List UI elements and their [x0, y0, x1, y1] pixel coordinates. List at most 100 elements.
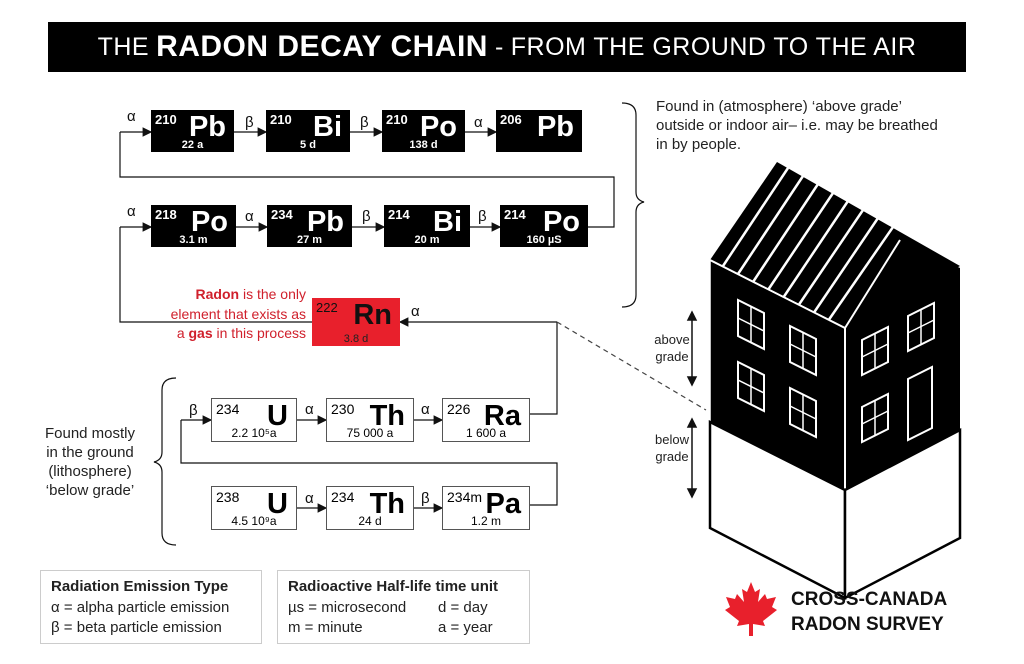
ground-note-line: in the ground — [46, 444, 134, 461]
element-po214: 214 Po 160 µS — [500, 205, 588, 247]
title-main: RADON DECAY CHAIN — [156, 30, 488, 63]
half-life: 160 µS — [526, 234, 562, 246]
ground-note-line: Found mostly — [44, 425, 136, 442]
ground-note-line: ‘below grade’ — [45, 482, 135, 499]
mass-number: 206 — [500, 112, 522, 127]
element-symbol: Th — [369, 400, 405, 432]
below-grade-line: grade — [655, 449, 689, 464]
element-symbol: Th — [369, 488, 405, 520]
alpha-glyph: α — [411, 303, 420, 320]
alpha-glyph: α — [421, 401, 430, 418]
beta-glyph: β — [360, 114, 369, 131]
half-life: 22 a — [181, 139, 204, 151]
mass-number: 234 — [271, 207, 293, 222]
alpha-glyph: α — [305, 490, 314, 507]
half-life: 24 d — [358, 514, 382, 528]
half-life: 20 m — [414, 234, 440, 246]
half-life: 4.5 10⁹a — [231, 514, 277, 528]
half-life: 3.1 m — [179, 234, 208, 246]
mass-number: 234m — [447, 489, 483, 505]
ground-note-line: (lithosphere) — [48, 463, 132, 480]
radon-word: Radon — [195, 286, 240, 302]
ground-note: Found mostly in the ground (lithosphere)… — [30, 424, 150, 500]
legend-emission-item: α = alpha particle emission — [51, 599, 230, 616]
element-pb210: 210 Pb 22 a — [151, 110, 234, 152]
half-life: 138 d — [409, 139, 438, 151]
mass-number: 210 — [386, 112, 408, 127]
element-th234: 234 Th 24 d — [326, 486, 414, 530]
alpha-glyph: α — [127, 108, 136, 125]
half-life: 75 000 a — [346, 426, 394, 440]
element-symbol: Po — [419, 111, 457, 143]
above-grade-line: grade — [655, 349, 689, 364]
legend-halflife-title: Radioactive Half-life time unit — [288, 578, 499, 595]
mass-number: 234 — [331, 489, 355, 505]
half-life: 3.8 d — [343, 333, 369, 345]
radon-note-text: element that exists as — [170, 305, 306, 322]
element-symbol: Pb — [188, 111, 226, 143]
atmosphere-note-line: Found in (atmosphere) ‘above grade’ — [656, 98, 902, 115]
element-u238: 238 U 4.5 10⁹a — [211, 486, 297, 530]
mass-number: 214 — [388, 207, 410, 222]
half-life: 27 m — [296, 234, 323, 246]
element-symbol: Rn — [353, 299, 392, 331]
house-illustration — [686, 162, 962, 601]
title-banner: THE RADON DECAY CHAIN - FROM THE GROUND … — [48, 22, 966, 72]
legend-emission: Radiation Emission Type α = alpha partic… — [40, 570, 262, 644]
atmosphere-note-line: outside or indoor air– i.e. may be breat… — [656, 117, 938, 134]
legend-halflife-item: a = year — [438, 619, 493, 636]
mass-number: 234 — [216, 401, 240, 417]
mass-number: 210 — [270, 112, 292, 127]
element-po218: 218 Po 3.1 m — [151, 205, 236, 247]
element-ra226: 226 Ra 1 600 a — [442, 398, 530, 442]
atmosphere-note-line: in by people. — [656, 136, 742, 153]
half-life: 1 600 a — [465, 426, 507, 440]
mass-number: 210 — [155, 112, 177, 127]
element-th230: 230 Th 75 000 a — [326, 398, 414, 442]
beta-glyph: β — [478, 208, 487, 225]
element-pa234m: 234m Pa 1.2 m — [442, 486, 530, 530]
brand-line: RADON SURVEY — [791, 614, 944, 635]
below-grade-label: below grade — [646, 431, 698, 465]
above-grade-line: above — [654, 332, 690, 347]
brand-line: CROSS-CANADA — [791, 589, 948, 610]
element-u234: 234 U 2.2 10⁵a — [211, 398, 297, 442]
element-pb234: 234 Pb 27 m — [267, 205, 352, 247]
element-symbol: Pb — [536, 111, 574, 143]
beta-glyph: β — [245, 114, 254, 131]
maple-leaf-icon — [725, 582, 777, 636]
element-rn222: 222 Rn 3.8 d — [312, 298, 400, 346]
element-symbol: Po — [190, 206, 228, 238]
mass-number: 238 — [216, 489, 240, 505]
half-life: 5 d — [300, 139, 316, 151]
element-bi210: 210 Bi 5 d — [266, 110, 350, 152]
radon-note-text: is the only — [239, 286, 306, 302]
brand-name: CROSS-CANADA RADON SURVEY — [791, 587, 947, 637]
half-life: 2.2 10⁵a — [231, 426, 277, 440]
alpha-glyph: α — [127, 203, 136, 220]
element-symbol: Po — [542, 206, 580, 238]
alpha-glyph: α — [305, 401, 314, 418]
element-pb206: 206 Pb — [496, 110, 582, 152]
title-pre: THE — [97, 32, 150, 61]
title-separator: - — [494, 32, 504, 61]
radon-note: Radon is the only element that exists as… — [146, 285, 306, 344]
beta-glyph: β — [421, 490, 430, 507]
element-symbol: U — [267, 488, 288, 520]
below-grade-line: below — [655, 432, 689, 447]
mass-number: 230 — [331, 401, 355, 417]
legend-halflife-item: µs = microsecond — [288, 599, 407, 616]
element-symbol: U — [267, 400, 288, 432]
radon-note-text: in this process — [212, 325, 307, 341]
mass-number: 218 — [155, 207, 177, 222]
element-po210: 210 Po 138 d — [382, 110, 465, 152]
gas-word: gas — [188, 325, 213, 341]
title-post: FROM THE GROUND TO THE AIR — [510, 32, 917, 61]
element-symbol: Bi — [313, 111, 342, 143]
element-symbol: Pa — [485, 488, 521, 520]
legend-halflife: Radioactive Half-life time unit µs = mic… — [277, 570, 530, 644]
element-symbol: Pb — [306, 206, 344, 238]
alpha-glyph: α — [245, 208, 254, 225]
half-life: 1.2 m — [470, 514, 501, 528]
